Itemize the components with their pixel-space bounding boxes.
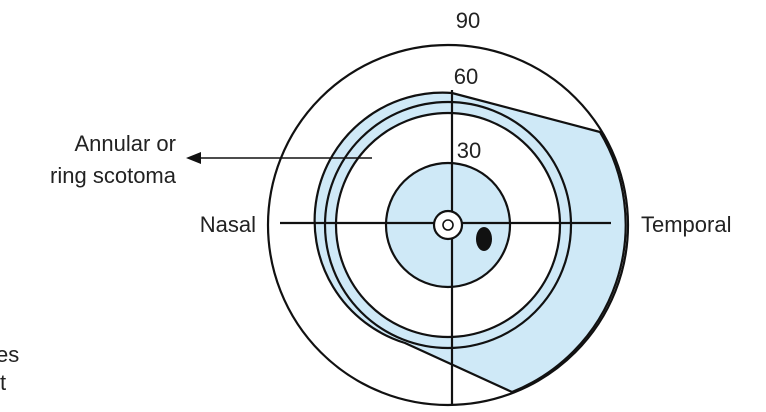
annotation-line-1: Annular or	[74, 131, 176, 156]
clipped-text-1: es	[0, 342, 19, 367]
ring-label-60: 60	[454, 64, 478, 89]
ring-label-90: 90	[456, 8, 480, 33]
clipped-text-2: t	[0, 370, 6, 395]
ring-label-30: 30	[457, 138, 481, 163]
field-circle-60	[323, 100, 573, 350]
annotation-arrowhead	[186, 152, 201, 164]
label-temporal: Temporal	[641, 212, 731, 237]
blind-spot	[476, 227, 492, 251]
annotation-line-2: ring scotoma	[50, 163, 177, 188]
fixation-center	[442, 219, 454, 231]
label-nasal: Nasal	[200, 212, 256, 237]
